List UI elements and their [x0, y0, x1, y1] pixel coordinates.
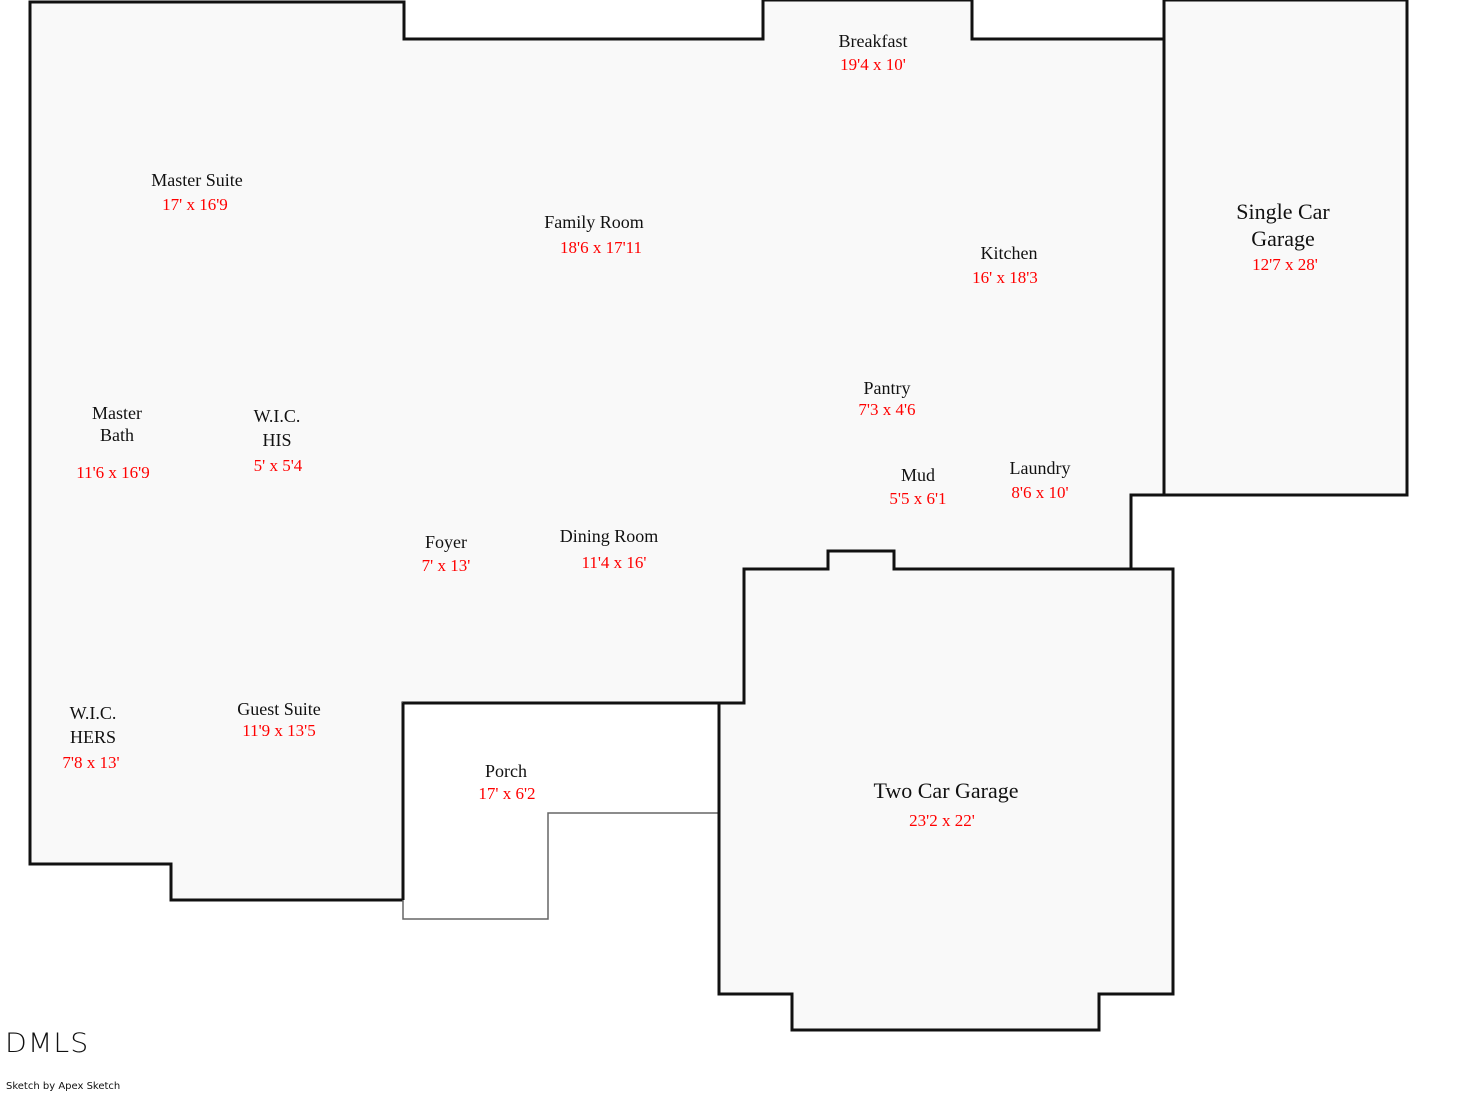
room-name: Porch — [485, 761, 527, 781]
room-dimensions: 8'6 x 10' — [1011, 483, 1069, 502]
sketch-credit: Sketch by Apex Sketch — [6, 1081, 121, 1092]
room-dimensions: 7' x 13' — [421, 556, 471, 575]
room-dimensions: 5'5 x 6'1 — [889, 489, 947, 508]
two-car-garage-outline — [717, 549, 1175, 1032]
room-dimensions: 7'8 x 13' — [62, 753, 120, 772]
room-dimensions: 5' x 5'4 — [253, 456, 303, 475]
room-dimensions: 23'2 x 22' — [909, 811, 975, 830]
room-name: Dining Room — [559, 526, 659, 546]
room-name: Breakfast — [838, 31, 908, 51]
room-dimensions: 16' x 18'3 — [972, 268, 1038, 287]
room-name: Mud — [900, 465, 936, 485]
room-dimensions: 7'3 x 4'6 — [858, 400, 916, 419]
room-name: Single Car Garage — [1236, 199, 1330, 251]
porch-outline — [402, 702, 720, 920]
room-name: W.I.C. HERS — [69, 703, 117, 747]
room-name: W.I.C. HIS — [253, 406, 301, 450]
room-name: Master Suite — [151, 170, 243, 190]
single-car-garage-outline — [1162, 0, 1409, 497]
room-dimensions: 11'6 x 16'9 — [76, 463, 150, 482]
room-name: Master Bath — [92, 403, 142, 445]
room-name: Guest Suite — [237, 699, 321, 719]
room-name: Kitchen — [980, 243, 1038, 263]
room-dimensions: 19'4 x 10' — [840, 55, 906, 74]
room-dimensions: 11'4 x 16' — [581, 553, 647, 572]
room-dimensions: 12'7 x 28' — [1252, 255, 1318, 274]
room-name: Pantry — [863, 378, 911, 398]
room-name: Foyer — [425, 532, 467, 552]
room-dimensions: 17' x 16'9 — [162, 195, 228, 214]
room-dimensions: 18'6 x 17'11 — [560, 238, 642, 257]
room-dimensions: 17' x 6'2 — [478, 784, 536, 803]
room-name: Two Car Garage — [873, 778, 1019, 803]
dmls-logo: DMLS — [5, 1028, 90, 1059]
room-name: Laundry — [1009, 458, 1071, 478]
room-name: Family Room — [544, 212, 644, 232]
room-dimensions: 11'9 x 13'5 — [242, 721, 316, 740]
